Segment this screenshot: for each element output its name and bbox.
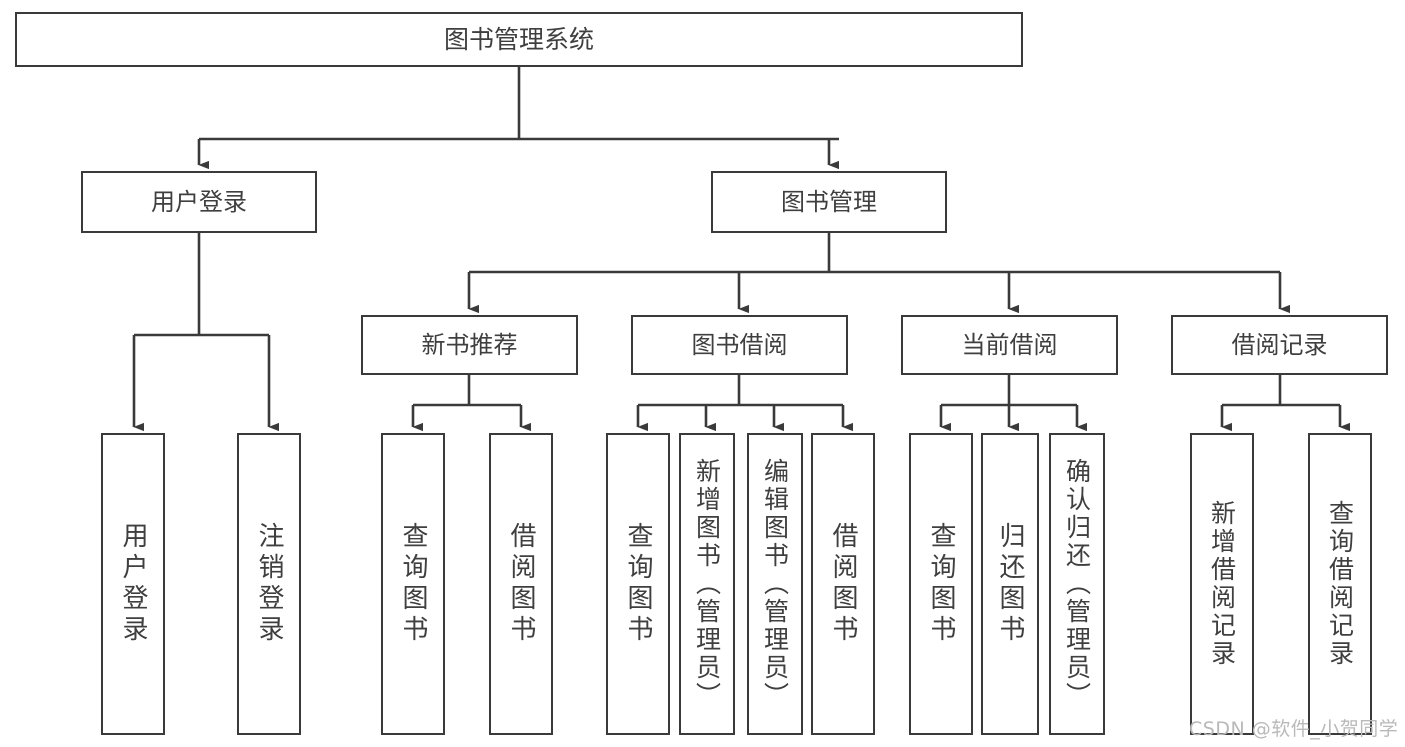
node-borrowing-record[interactable]: 借阅记录 xyxy=(1171,315,1388,375)
node-label: 图书管理 xyxy=(781,187,877,216)
node-leaf-edit-book-admin[interactable]: 编辑图书（管理员） xyxy=(747,433,803,735)
node-new-book-recommendation[interactable]: 新书推荐 xyxy=(361,315,578,375)
node-leaf-logout[interactable]: 注销登录 xyxy=(237,433,301,735)
node-current-borrowing[interactable]: 当前借阅 xyxy=(901,315,1118,375)
node-leaf-query-borrow-record[interactable]: 查询借阅记录 xyxy=(1308,433,1372,735)
csdn-watermark: CSDN @软件_小贺同学 xyxy=(1189,718,1399,740)
node-label: 查询图书 xyxy=(623,522,653,646)
node-label: 借阅图书 xyxy=(828,522,858,646)
node-label: 归还图书 xyxy=(995,522,1025,646)
node-leaf-confirm-return-admin[interactable]: 确认归还（管理员） xyxy=(1049,433,1105,735)
node-label: 注销登录 xyxy=(254,522,284,646)
node-label: 用户登录 xyxy=(118,522,148,646)
node-label: 查询借阅记录 xyxy=(1325,500,1355,668)
node-leaf-query-book-newbook[interactable]: 查询图书 xyxy=(381,433,445,735)
node-label: 查询图书 xyxy=(398,522,428,646)
node-leaf-query-book-borrow[interactable]: 查询图书 xyxy=(606,433,670,735)
node-leaf-return-book[interactable]: 归还图书 xyxy=(981,433,1039,735)
node-book-management[interactable]: 图书管理 xyxy=(711,171,947,233)
node-label: 新书推荐 xyxy=(421,330,518,359)
node-label: 确认归还（管理员） xyxy=(1062,458,1092,710)
node-user-login[interactable]: 用户登录 xyxy=(81,171,317,233)
node-label: 新增图书（管理员） xyxy=(692,458,722,710)
node-label: 图书管理系统 xyxy=(443,24,594,54)
node-label: 用户登录 xyxy=(151,187,247,216)
node-label: 借阅图书 xyxy=(506,522,536,646)
node-leaf-query-book-current[interactable]: 查询图书 xyxy=(909,433,973,735)
node-label: 查询图书 xyxy=(926,522,956,646)
node-leaf-user-login[interactable]: 用户登录 xyxy=(101,433,165,735)
node-label: 借阅记录 xyxy=(1231,330,1328,359)
node-book-borrowing[interactable]: 图书借阅 xyxy=(631,315,848,375)
node-label: 图书借阅 xyxy=(691,330,788,359)
node-leaf-borrow-book[interactable]: 借阅图书 xyxy=(811,433,875,735)
node-leaf-borrow-book-newbook[interactable]: 借阅图书 xyxy=(489,433,553,735)
node-leaf-add-borrow-record[interactable]: 新增借阅记录 xyxy=(1190,433,1254,735)
node-label: 新增借阅记录 xyxy=(1207,500,1237,668)
node-root-book-management-system[interactable]: 图书管理系统 xyxy=(15,12,1023,67)
node-leaf-add-book-admin[interactable]: 新增图书（管理员） xyxy=(679,433,735,735)
node-label: 编辑图书（管理员） xyxy=(760,458,790,710)
node-label: 当前借阅 xyxy=(961,330,1058,359)
